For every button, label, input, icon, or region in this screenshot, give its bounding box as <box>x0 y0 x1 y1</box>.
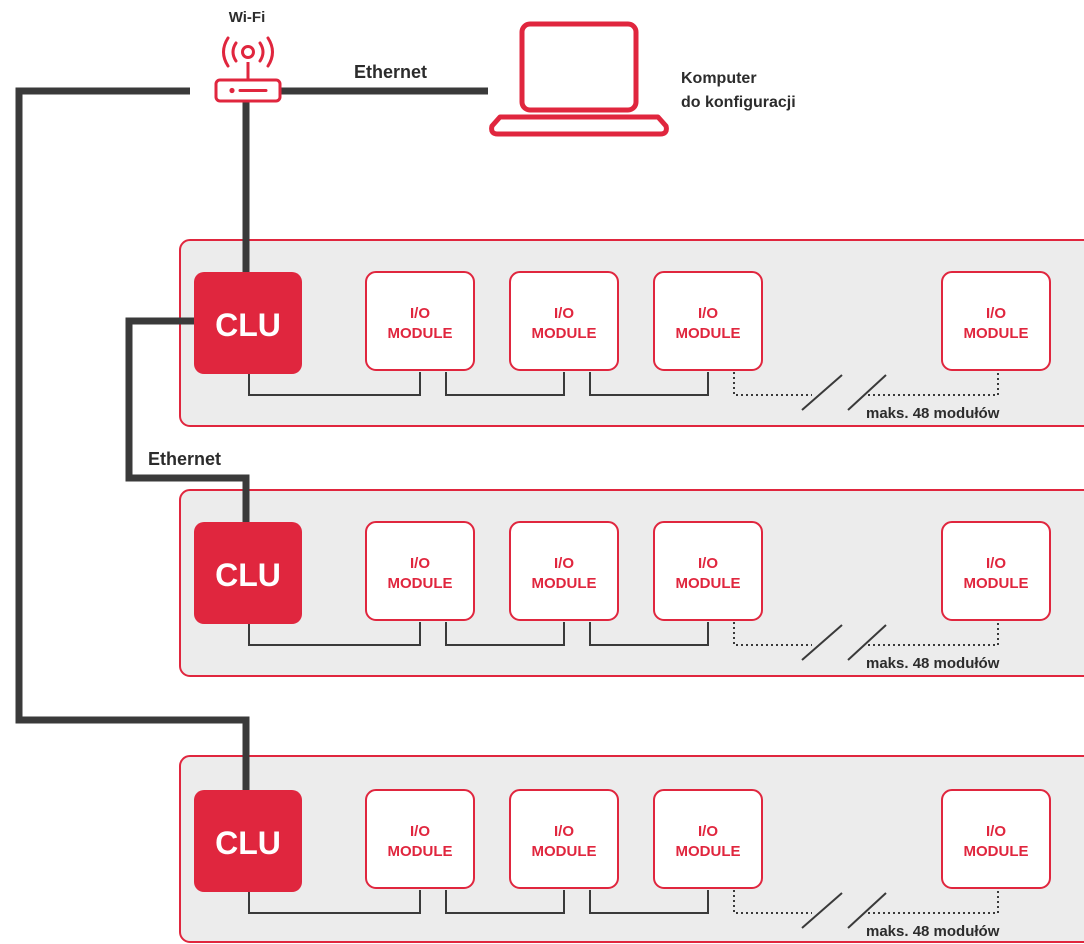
io-module-label-line2: MODULE <box>676 843 741 860</box>
io-module-box <box>365 789 475 889</box>
io-module-box <box>941 789 1051 889</box>
io-module-label-line1: I/O <box>698 823 718 840</box>
clu-box <box>194 522 302 624</box>
io-module-label-line2: MODULE <box>964 325 1029 342</box>
io-module-box <box>941 521 1051 621</box>
io-module-box <box>365 521 475 621</box>
io-module-box <box>509 789 619 889</box>
io-module-label-line1: I/O <box>698 305 718 322</box>
io-module-label-line1: I/O <box>410 823 430 840</box>
bus-line <box>445 622 565 646</box>
bus-line <box>248 622 421 646</box>
io-module-box <box>509 271 619 371</box>
break-slash <box>847 374 887 411</box>
io-module-box <box>653 271 763 371</box>
io-module-label-line2: MODULE <box>676 325 741 342</box>
ethernet-cable-clu2 <box>125 317 250 522</box>
io-module-label-line2: MODULE <box>532 843 597 860</box>
io-module-box <box>941 271 1051 371</box>
bus-dotted <box>733 890 812 914</box>
ethernet-cable-clu3 <box>15 87 250 790</box>
router-icon <box>214 36 282 103</box>
io-module-label-line1: I/O <box>410 555 430 572</box>
row-1: CLU I/O MODULE I/O MODULE I/O MODULE I/O MODULE m… <box>194 271 1051 422</box>
io-module-label-line2: MODULE <box>532 325 597 342</box>
clu-label: CLU <box>215 307 281 343</box>
rows-layer: CLU I/O MODULE I/O MODULE I/O MODULE I/O MODULE m… <box>194 271 1051 940</box>
io-module-label-line1: I/O <box>554 305 574 322</box>
wifi-label: Wi-Fi <box>229 9 266 26</box>
io-module-box <box>509 521 619 621</box>
row-3: CLU I/O MODULE I/O MODULE I/O MODULE I/O MODULE m… <box>194 789 1051 940</box>
clu-label: CLU <box>215 825 281 861</box>
break-slash <box>801 624 843 661</box>
row-2: CLU I/O MODULE I/O MODULE I/O MODULE I/O MODULE m… <box>194 521 1051 672</box>
clu-label: CLU <box>215 557 281 593</box>
bus-line <box>248 890 421 914</box>
io-module-label-line1: I/O <box>698 555 718 572</box>
io-module-label-line2: MODULE <box>532 575 597 592</box>
break-slash <box>847 892 887 929</box>
max-modules-label: maks. 48 modułów <box>866 405 1000 422</box>
break-slash <box>801 374 843 411</box>
bus-line <box>248 372 421 396</box>
ethernet-label-mid: Ethernet <box>148 449 221 469</box>
io-module-label-line1: I/O <box>554 555 574 572</box>
io-module-box <box>653 789 763 889</box>
io-module-label-line2: MODULE <box>388 325 453 342</box>
break-slash <box>847 624 887 661</box>
bus-dotted <box>868 622 999 646</box>
laptop-icon <box>489 21 669 137</box>
computer-label-line1: Komputer <box>681 70 757 87</box>
break-slash <box>801 892 843 929</box>
bus-dotted <box>868 890 999 914</box>
io-module-box <box>653 521 763 621</box>
ethernet-label-top: Ethernet <box>354 62 427 82</box>
bus-dotted <box>733 372 812 396</box>
io-module-box <box>365 271 475 371</box>
bus-line <box>589 890 709 914</box>
bus-line <box>589 622 709 646</box>
io-module-label-line2: MODULE <box>964 843 1029 860</box>
bus-line <box>589 372 709 396</box>
io-module-label-line1: I/O <box>986 305 1006 322</box>
bus-dotted <box>733 622 812 646</box>
bus-line <box>445 372 565 396</box>
io-module-label-line2: MODULE <box>388 843 453 860</box>
max-modules-label: maks. 48 modułów <box>866 655 1000 672</box>
io-module-label-line2: MODULE <box>388 575 453 592</box>
bus-line <box>445 890 565 914</box>
io-module-label-line1: I/O <box>986 555 1006 572</box>
clu-box <box>194 272 302 374</box>
io-module-label-line2: MODULE <box>964 575 1029 592</box>
io-module-label-line1: I/O <box>410 305 430 322</box>
computer-label-line2: do konfiguracji <box>681 94 796 111</box>
io-module-label-line1: I/O <box>986 823 1006 840</box>
bus-dotted <box>868 372 999 396</box>
clu-box <box>194 790 302 892</box>
max-modules-label: maks. 48 modułów <box>866 923 1000 940</box>
io-module-label-line1: I/O <box>554 823 574 840</box>
io-module-label-line2: MODULE <box>676 575 741 592</box>
